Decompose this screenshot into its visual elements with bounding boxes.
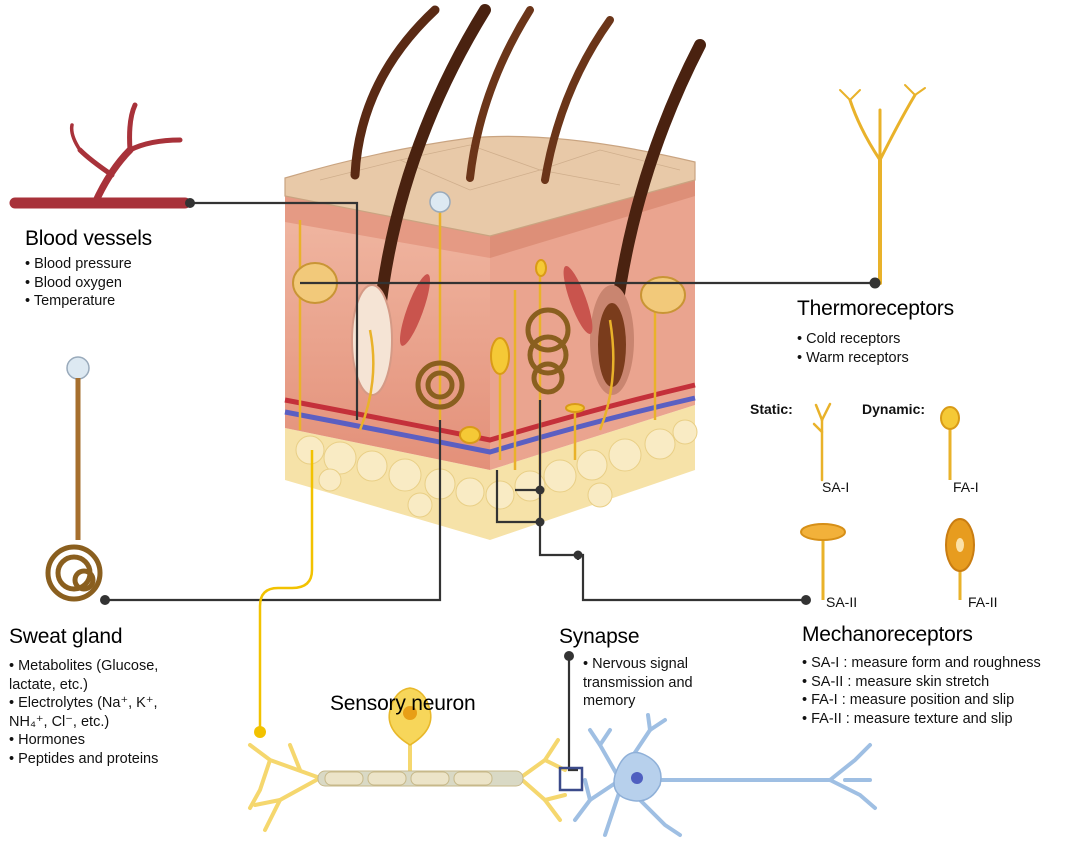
- fa1-receptor-icon: [941, 407, 959, 480]
- list-item: memory: [583, 692, 693, 711]
- thermoreceptor-icon: [840, 85, 925, 283]
- list-item: • FA-II : measure texture and slip: [802, 710, 1041, 729]
- yellow-connector: [260, 450, 312, 732]
- sweat-gland-icon: [48, 357, 100, 599]
- sweat-gland-title: Sweat gland: [9, 625, 122, 649]
- synapse-title: Synapse: [559, 625, 639, 649]
- list-item: • FA-I : measure position and slip: [802, 691, 1041, 710]
- blood-vessels-list: • Blood pressure • Blood oxygen • Temper…: [25, 255, 132, 311]
- list-item: • Blood pressure: [25, 255, 132, 274]
- list-item: • Hormones: [9, 731, 158, 750]
- list-item: • Electrolytes (Na⁺, K⁺,: [9, 694, 158, 713]
- list-item: transmission and: [583, 674, 693, 693]
- list-item: • Warm receptors: [797, 349, 909, 368]
- fa2-label: FA-II: [968, 594, 998, 610]
- fa2-receptor-icon: [946, 519, 974, 600]
- synapse-list: • Nervous signal transmission and memory: [583, 655, 693, 711]
- list-item: • SA-II : measure skin stretch: [802, 673, 1041, 692]
- blood-vessel-icon: [15, 105, 185, 203]
- blue-neuron-icon: [575, 715, 875, 835]
- sa2-label: SA-II: [826, 594, 857, 610]
- thermoreceptors-title: Thermoreceptors: [797, 297, 954, 321]
- list-item: NH₄⁺, Cl⁻, etc.): [9, 713, 158, 732]
- sa1-label: SA-I: [822, 479, 849, 495]
- list-item: • Temperature: [25, 292, 132, 311]
- list-item: • Nervous signal: [583, 655, 693, 674]
- sensory-neuron-title: Sensory neuron: [330, 692, 475, 716]
- list-item: • Cold receptors: [797, 330, 909, 349]
- mechanoreceptors-title: Mechanoreceptors: [802, 623, 973, 647]
- blood-vessels-title: Blood vessels: [25, 227, 152, 251]
- sweat-gland-list: • Metabolites (Glucose, lactate, etc.) •…: [9, 657, 158, 768]
- list-item: • Blood oxygen: [25, 274, 132, 293]
- dynamic-label: Dynamic:: [862, 401, 925, 417]
- thermoreceptors-list: • Cold receptors • Warm receptors: [797, 330, 909, 367]
- mechanoreceptors-list: • SA-I : measure form and roughness • SA…: [802, 654, 1041, 728]
- fa1-label: FA-I: [953, 479, 979, 495]
- static-label: Static:: [750, 401, 793, 417]
- free-nerve-ending-bulb: [430, 192, 450, 212]
- list-item: lactate, etc.): [9, 676, 158, 695]
- list-item: • Peptides and proteins: [9, 750, 158, 769]
- yellow-connector-dot: [254, 726, 266, 738]
- sa1-receptor-icon: [814, 404, 830, 480]
- sa2-receptor-icon: [801, 524, 845, 600]
- list-item: • SA-I : measure form and roughness: [802, 654, 1041, 673]
- list-item: • Metabolites (Glucose,: [9, 657, 158, 676]
